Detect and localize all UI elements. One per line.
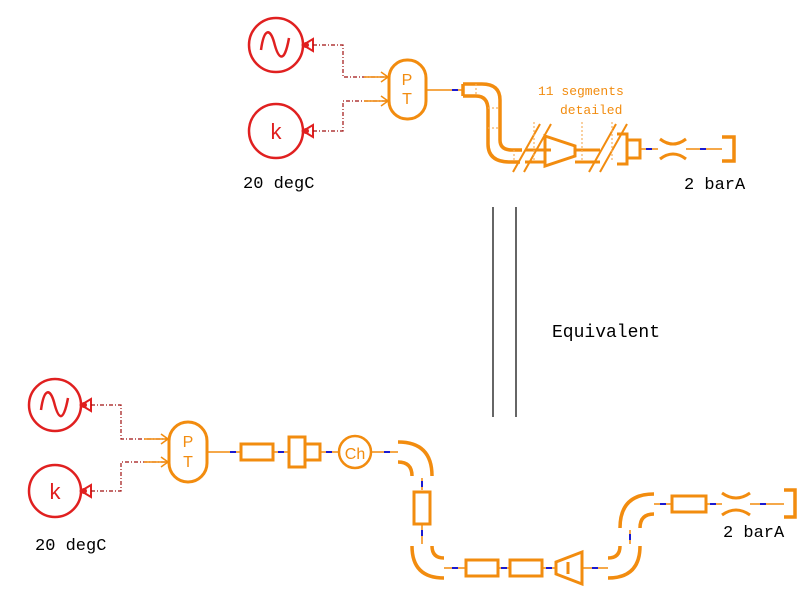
top-pipe-run[interactable] — [461, 82, 522, 164]
bottom-pressure-boundary[interactable] — [784, 488, 797, 519]
bottom-elbow-2[interactable] — [410, 545, 445, 580]
top-note-line1: 11 segments — [538, 84, 624, 99]
top-note-line2: detailed — [560, 103, 622, 118]
bottom-diagram: k P T C — [27, 377, 797, 587]
pt-label-p: P — [183, 434, 194, 451]
bottom-pressure-label: 2 barA — [723, 524, 785, 543]
bottom-elbow-4[interactable] — [618, 492, 655, 529]
bottom-temperature-label: 20 degC — [35, 537, 106, 556]
bottom-orifice[interactable] — [721, 491, 751, 517]
top-temperature-label: 20 degC — [243, 175, 314, 194]
sine-wave-icon — [259, 31, 291, 58]
pt-label-p: P — [402, 72, 413, 89]
bottom-signal-arrows — [144, 433, 170, 468]
top-sine-source[interactable] — [247, 16, 314, 74]
equivalent-label: Equivalent — [552, 323, 660, 343]
pt-label-t: T — [402, 91, 412, 108]
bottom-pt-sensor[interactable]: P T — [167, 420, 209, 484]
bottom-pipe-2[interactable] — [464, 558, 500, 578]
bottom-elbow-1[interactable] — [397, 440, 434, 477]
top-pressure-boundary[interactable] — [722, 135, 736, 163]
bottom-connector[interactable] — [287, 435, 322, 469]
top-k-source[interactable]: k — [247, 102, 314, 160]
bottom-sine-source[interactable] — [27, 377, 92, 433]
top-cone-reducer[interactable] — [543, 133, 577, 169]
equivalence-divider — [492, 207, 517, 417]
pt-label-t: T — [183, 454, 193, 471]
top-orifice[interactable] — [659, 137, 687, 161]
k-label: k — [50, 479, 62, 504]
bottom-pipe-vertical[interactable] — [412, 490, 432, 526]
k-label: k — [271, 119, 283, 144]
top-pressure-label: 2 barA — [684, 176, 746, 195]
bottom-k-source[interactable]: k — [27, 463, 92, 519]
bottom-elbow-3[interactable] — [607, 545, 642, 580]
bottom-pipe-1[interactable] — [239, 442, 275, 462]
ch-label: Ch — [345, 446, 365, 463]
top-signal-lines — [313, 44, 388, 132]
top-pt-sensor[interactable]: P T — [387, 58, 428, 121]
bottom-ch-component[interactable]: Ch — [337, 434, 373, 470]
top-signal-arrows — [364, 71, 390, 107]
top-end-segment[interactable] — [617, 132, 642, 166]
bottom-reducer[interactable] — [554, 549, 584, 587]
top-pipe-mid — [525, 148, 600, 164]
sine-wave-icon — [39, 391, 70, 418]
bottom-signal-lines — [91, 404, 168, 492]
top-pipe-dotted-2 — [533, 122, 613, 162]
top-pipe-dotted — [475, 84, 515, 162]
top-segment-breaks — [512, 123, 628, 173]
top-diagram: k P T — [243, 16, 746, 195]
bottom-pipe-3[interactable] — [508, 558, 544, 578]
bottom-pipe-4[interactable] — [670, 494, 708, 514]
